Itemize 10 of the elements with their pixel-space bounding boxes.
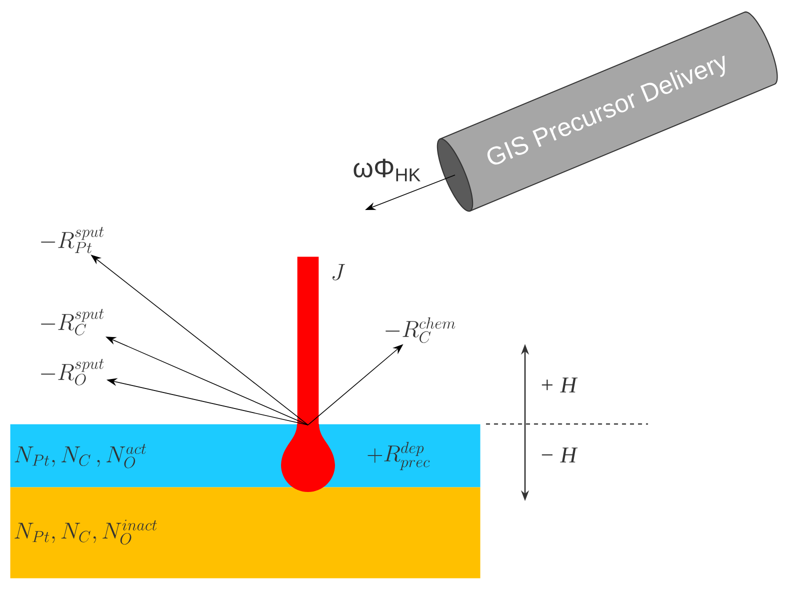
active-layer: $N_{Pt}, N_{C}\,, N_{O}^{act}$ $+R_{prec}^{dep}$ bbox=[10, 424, 480, 488]
rate-label: $-R_{Pt}^{sput}$ bbox=[41, 226, 104, 254]
axis-label: − H bbox=[542, 448, 578, 462]
edge-label: ωΦ$_{HK}$ bbox=[354, 158, 420, 182]
rate-label: $-R_{C}^{chem}$ bbox=[386, 317, 456, 343]
inactive-layer: $N_{Pt}, N_{C}, N_{O}^{inact}$ bbox=[10, 487, 480, 578]
rate-label: $-R_{C}^{sput}$ bbox=[41, 308, 104, 336]
axis-label: + H bbox=[542, 378, 578, 392]
rate-label: $-R_{O}^{sput}$ bbox=[41, 358, 104, 386]
beam-label: $J$ bbox=[332, 264, 345, 280]
